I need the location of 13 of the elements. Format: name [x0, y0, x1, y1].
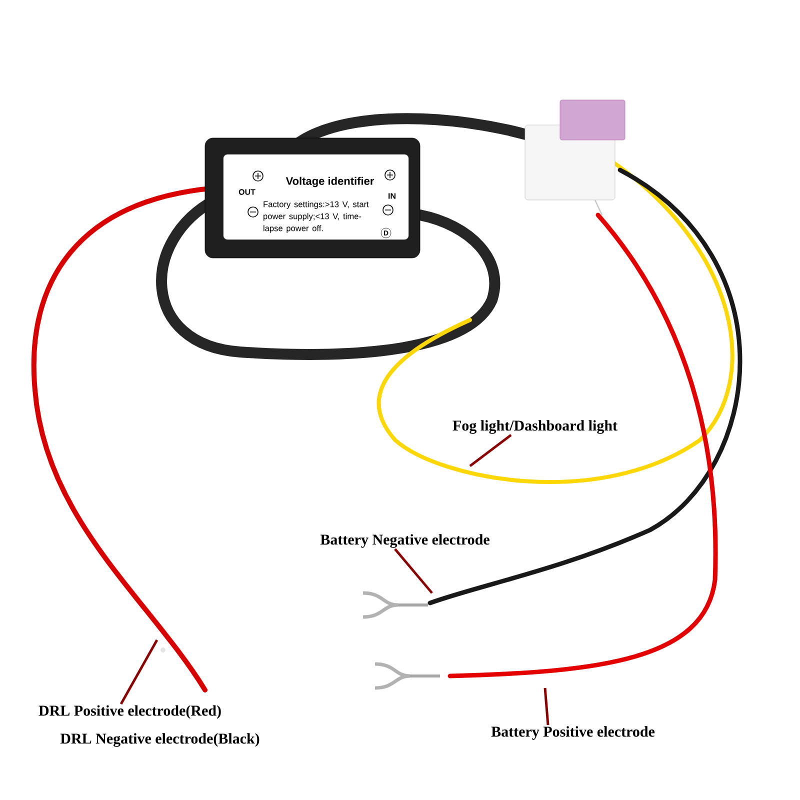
- callout-label: DRL Negative electrode(Black): [60, 733, 260, 747]
- leader-line: [469, 434, 512, 467]
- leader-line: [120, 639, 158, 705]
- callout-label: Battery Negative electrode: [320, 534, 490, 548]
- callout-label: DRL Positive electrode(Red): [38, 705, 221, 719]
- leader-line: [394, 548, 433, 594]
- callout-label: Battery Positive electrode: [491, 726, 655, 740]
- module-description: Factory settings:>13 V, start power supply;<13 V, time-lapse power off.: [264, 201, 369, 233]
- pin-label: OUT: [238, 189, 256, 195]
- module-title: Voltage identifier: [286, 176, 374, 188]
- pin-label: IN: [388, 193, 396, 199]
- leader-line: [544, 688, 550, 726]
- callout-label: Fog light/Dashboard light: [452, 420, 618, 434]
